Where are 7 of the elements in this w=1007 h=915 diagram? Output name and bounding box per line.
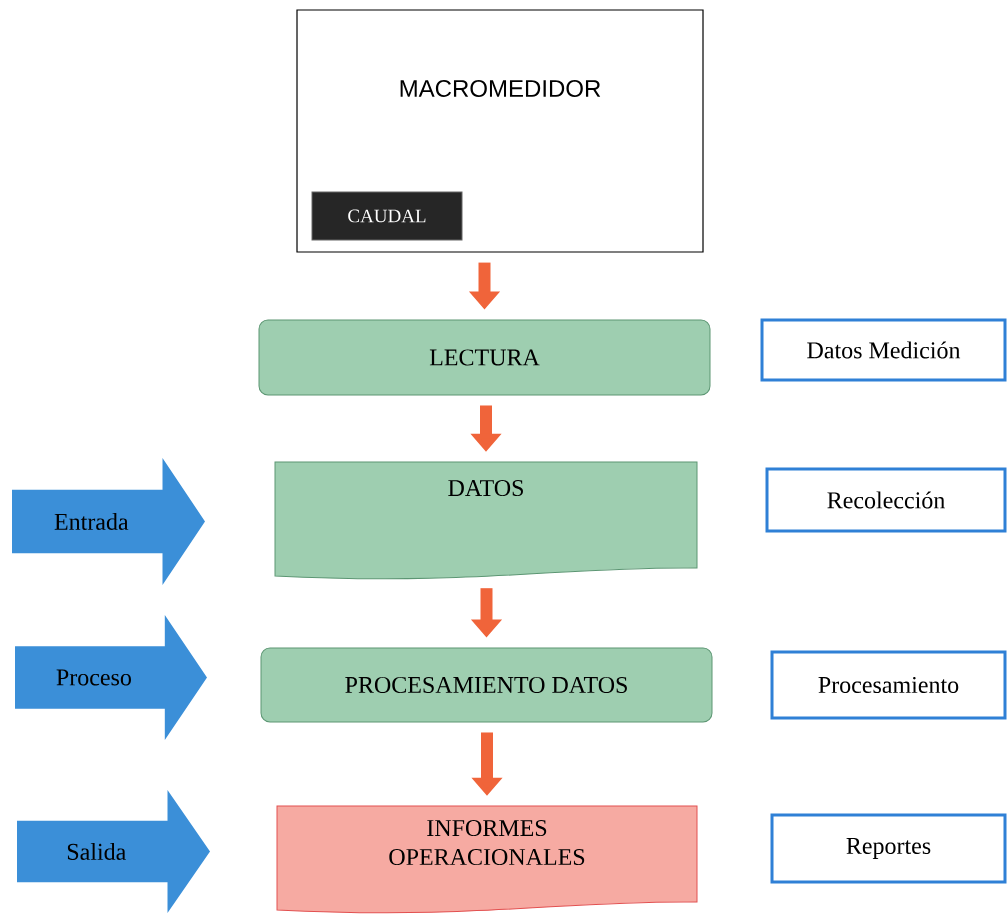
stage-box: Reportes: [770, 813, 1007, 884]
process-box: LECTURA: [258, 319, 711, 396]
stage-box: Recolección: [765, 467, 1007, 533]
stage-box: Datos Medición: [760, 318, 1007, 382]
label-box: CAUDAL: [311, 191, 463, 241]
process-box: PROCESAMIENTO DATOS: [260, 647, 713, 723]
stage-box: Procesamiento: [770, 650, 1007, 720]
